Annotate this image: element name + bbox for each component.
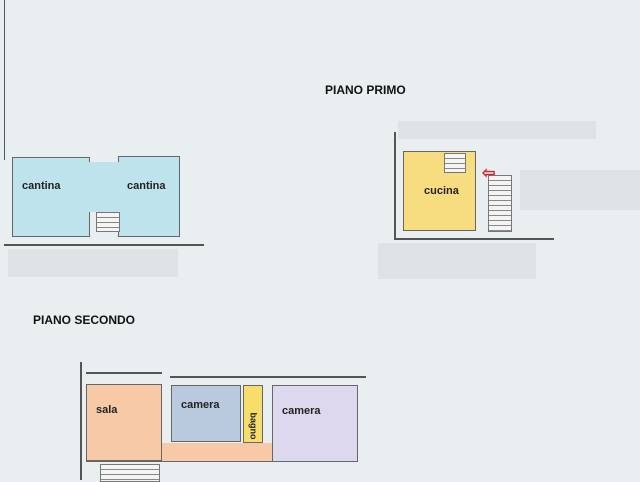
- redacted-area: [8, 249, 178, 277]
- room-camera-left: [171, 385, 241, 442]
- wall: [86, 372, 162, 374]
- arrow-icon: ⇦: [482, 165, 496, 182]
- floor-title-first: PIANO PRIMO: [325, 83, 406, 97]
- room-label-cucina: cucina: [424, 185, 459, 197]
- room-cantina-right: [118, 156, 180, 237]
- corridor: [88, 162, 120, 212]
- room-label-camera-right: camera: [282, 405, 321, 417]
- room-cantina-left: [12, 157, 90, 237]
- wall: [4, 244, 204, 246]
- stairs: [488, 175, 512, 232]
- room-label-sala: sala: [96, 404, 118, 416]
- stairs: [100, 464, 160, 482]
- room-sala: [86, 384, 162, 461]
- floor-title-second: PIANO SECONDO: [33, 313, 136, 327]
- wall: [170, 376, 366, 378]
- redacted-area: [520, 170, 640, 210]
- room-label-cantina-right: cantina: [127, 180, 166, 192]
- room-camera-right: [272, 385, 358, 462]
- redacted-area: [398, 121, 596, 139]
- room-label-cantina-left: cantina: [22, 180, 61, 192]
- room-label-bagno: bagno: [248, 412, 259, 440]
- wall: [394, 132, 396, 240]
- stairs: [444, 153, 466, 173]
- room-label-camera-left: camera: [181, 399, 220, 411]
- wall: [394, 238, 554, 240]
- outer-wall-line: [4, 0, 5, 160]
- room-bagno: [243, 385, 263, 443]
- stairs: [96, 212, 120, 232]
- wall: [80, 362, 82, 480]
- redacted-area: [378, 243, 536, 279]
